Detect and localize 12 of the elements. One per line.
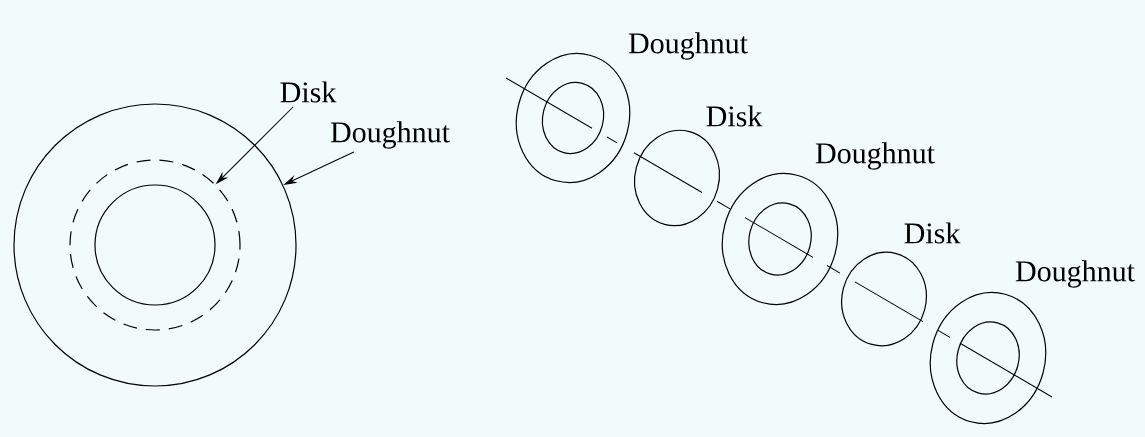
part-label: Doughnut xyxy=(330,121,450,149)
circle xyxy=(94,184,216,306)
part-label: Disk xyxy=(706,105,763,127)
part-label: Doughnut xyxy=(815,142,935,170)
part-label: Disk xyxy=(904,222,961,244)
circle xyxy=(69,159,241,331)
leader-arrow xyxy=(216,106,294,184)
circle xyxy=(13,103,297,387)
leader-arrow xyxy=(284,151,355,185)
part-label: Doughnut xyxy=(1015,260,1135,288)
part-label: Doughnut xyxy=(628,32,748,60)
part-label: Disk xyxy=(280,81,337,103)
